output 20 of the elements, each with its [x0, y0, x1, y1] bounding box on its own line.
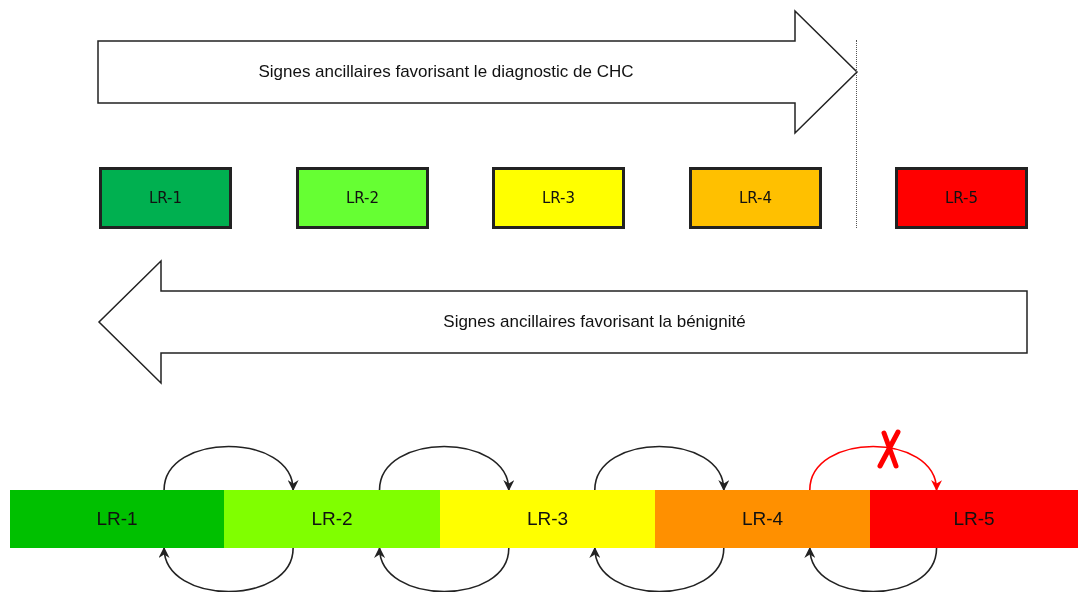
curved-arrow: [376, 546, 510, 592]
curved-arrow: [163, 445, 297, 492]
curved-arrow: [378, 445, 513, 492]
category-box: LR-3: [492, 167, 625, 229]
curved-arrow: [591, 546, 725, 592]
right-arrow-shape: Signes ancillaires favorisant le diagnostic de CHC: [97, 10, 858, 134]
curved-arrow: [809, 445, 941, 492]
curved-arrow: [594, 445, 728, 492]
category-box: LR-2: [296, 167, 429, 229]
category-box: LR-4: [689, 167, 822, 229]
scale-segment: LR-3: [440, 490, 655, 548]
scale-segment: LR-5: [870, 490, 1078, 548]
scale-segment: LR-4: [655, 490, 870, 548]
curved-arrow: [806, 546, 938, 592]
category-box: LR-5: [895, 167, 1028, 229]
category-box: LR-1: [99, 167, 232, 229]
scale-segment: LR-1: [10, 490, 224, 548]
scale-segment: LR-2: [224, 490, 440, 548]
curved-arrow: [160, 546, 294, 592]
left-arrow-shape: Signes ancillaires favorisant la bénignité: [98, 260, 1028, 384]
